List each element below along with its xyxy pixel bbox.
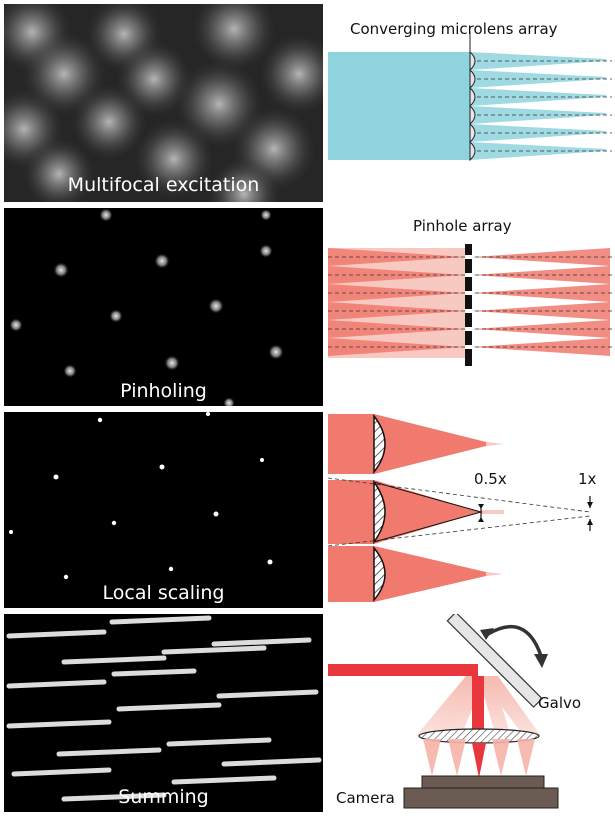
summing-streaks bbox=[6, 615, 322, 802]
multifocal-blobs bbox=[4, 4, 323, 202]
panel-caption-summing: Summing bbox=[118, 786, 209, 808]
local-scaling-svg bbox=[327, 413, 593, 603]
local-scaling-diagram: 0.5x 1x bbox=[326, 412, 615, 608]
pinhole-array-svg bbox=[328, 244, 612, 366]
camera-label: Camera bbox=[336, 789, 395, 807]
pinhole-diagram: Pinhole array bbox=[326, 208, 615, 406]
multifocal-excitation-image: Multifocal excitation bbox=[4, 4, 323, 202]
panel-caption-multifocal: Multifocal excitation bbox=[67, 174, 260, 196]
panel-caption-pinholing: Pinholing bbox=[120, 380, 207, 402]
microlens-diagram: Converging microlens array bbox=[326, 4, 615, 202]
galvo-camera-svg bbox=[328, 614, 559, 809]
scale-label-half: 0.5x bbox=[474, 470, 507, 488]
local-scaling-spots bbox=[9, 412, 273, 580]
microlens-array-label: Converging microlens array bbox=[350, 20, 558, 38]
panel-caption-local-scaling: Local scaling bbox=[102, 582, 225, 604]
pinhole-array-label: Pinhole array bbox=[413, 217, 512, 235]
scale-label-one: 1x bbox=[578, 470, 597, 488]
galvo-label: Galvo bbox=[538, 694, 582, 712]
summing-image: Summing bbox=[4, 614, 323, 812]
local-scaling-image: Local scaling bbox=[4, 412, 323, 608]
pinholing-image: Pinholing bbox=[4, 208, 323, 406]
microlens-array-svg bbox=[328, 32, 612, 162]
pinholing-spots bbox=[9, 208, 284, 406]
summing-diagram: Galvo Camera bbox=[326, 614, 615, 814]
